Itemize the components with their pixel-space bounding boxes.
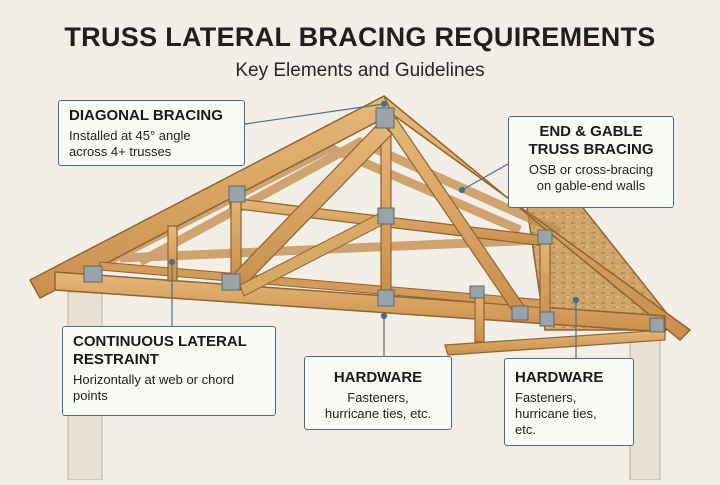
leader-gable	[461, 163, 509, 191]
leader-hardware-center-dot	[380, 312, 388, 320]
page-subtitle: Key Elements and Guidelines	[235, 60, 485, 81]
callout-body: Horizontally at web or chord points	[73, 372, 265, 404]
plate-right-end	[649, 317, 665, 333]
callout-body-line: points	[73, 388, 108, 403]
callout-body-line: Horizontally at web or chord	[73, 372, 235, 387]
leader-diagonal	[244, 103, 385, 125]
callout-body-line: across 4+ trusses	[69, 144, 172, 159]
callout-body: OSB or cross-bracing on gable-end walls	[519, 162, 663, 194]
callout-body: Fasteners, hurricane ties, etc.	[315, 390, 441, 422]
callout-body-line: on gable-end walls	[536, 178, 646, 193]
web-vertical-right	[539, 235, 551, 321]
callout-body: Fasteners, hurricane ties, etc.	[515, 390, 623, 438]
callout-heading: RESTRAINT	[73, 351, 159, 368]
diagonal-webs	[225, 117, 529, 317]
callout-hardware-center: HARDWARE Fasteners, hurricane ties, etc.	[304, 356, 452, 430]
plate-far-left	[83, 265, 103, 283]
callout-heading: HARDWARE	[515, 369, 604, 386]
callout-lateral-restraint: CONTINUOUS LATERAL RESTRAINT Horizontall…	[62, 326, 276, 416]
callout-heading: TRUSS BRACING	[528, 141, 654, 158]
leader-lines	[168, 100, 580, 358]
page-title: TRUSS LATERAL BRACING REQUIREMENTS	[64, 22, 656, 52]
callout-gable-bracing: END & GABLE TRUSS BRACING OSB or cross-b…	[508, 116, 674, 208]
plate-right-upper	[537, 229, 553, 245]
leader-diagonal-dot	[380, 100, 388, 108]
plate-peak	[375, 107, 395, 129]
plate-right-mid	[469, 285, 485, 299]
callout-body-line: etc.	[515, 422, 536, 437]
leader-hardware-right-dot	[572, 296, 580, 304]
callout-body-line: OSB or cross-bracing	[528, 162, 654, 177]
callout-heading: DIAGONAL BRACING	[69, 107, 223, 124]
leader-gable-dot	[458, 186, 466, 194]
post-right	[629, 319, 661, 481]
callout-body-line: Fasteners,	[347, 390, 409, 405]
callout-heading: CONTINUOUS LATERAL	[73, 333, 247, 350]
callout-heading: HARDWARE	[333, 369, 423, 386]
callout-body: Installed at 45° angle across 4+ trusses	[69, 128, 234, 160]
callout-body-line: Fasteners,	[515, 390, 577, 405]
plate-center-bottom	[377, 289, 395, 307]
plate-right-low	[539, 311, 555, 327]
gusset-plates	[83, 107, 665, 333]
callout-body-line: Installed at 45° angle	[69, 128, 191, 143]
plate-left-top	[228, 185, 246, 203]
callout-heading: END & GABLE	[539, 123, 643, 140]
plate-center-mid	[377, 207, 395, 225]
callout-body-line: hurricane ties,	[515, 406, 597, 421]
diagonal-brace-right	[383, 117, 529, 317]
plate-left-bottom	[221, 273, 241, 291]
callout-body-line: hurricane ties, etc.	[324, 406, 432, 421]
leader-lateral-dot	[168, 258, 176, 266]
lower-ceiling-tie	[444, 329, 666, 356]
plate-right-bottom	[511, 305, 529, 321]
callout-diagonal-bracing: DIAGONAL BRACING Installed at 45° angle …	[58, 100, 245, 166]
callout-hardware-right: HARDWARE Fasteners, hurricane ties, etc.	[504, 358, 634, 446]
